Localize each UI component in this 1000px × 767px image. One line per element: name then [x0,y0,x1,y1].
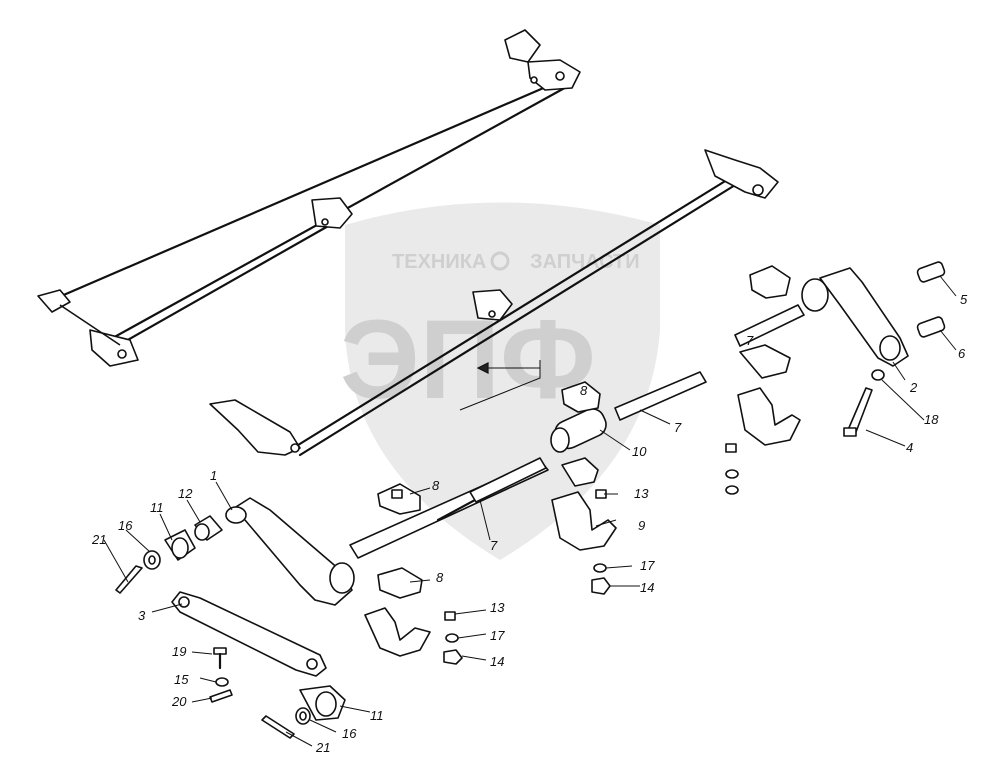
callout-20: 20 [171,694,187,709]
direction-arrow [459,360,541,411]
upper-rod-assembly [37,29,581,367]
callout-1: 1 [210,468,217,483]
leader-lines [103,275,957,747]
callout-labels: 1 2 3 4 5 6 7 7 7 8 8 8 9 10 11 11 12 13… [91,292,968,755]
callout-19: 19 [172,644,186,659]
callout-21a: 21 [91,532,106,547]
fasteners-centre [443,489,611,665]
callout-4: 4 [906,440,913,455]
clamp-lower-8 [377,567,423,599]
callout-6: 6 [958,346,966,361]
callout-16a: 16 [118,518,133,533]
callout-17b: 17 [490,628,505,643]
callout-8c: 8 [580,383,588,398]
callout-12: 12 [178,486,193,501]
callout-8a: 8 [432,478,440,493]
callout-14b: 14 [490,654,504,669]
callout-11b: 11 [150,500,164,515]
callout-14a: 14 [640,580,654,595]
callout-21b: 21 [315,740,330,755]
fasteners-right [725,261,946,495]
callout-13a: 13 [634,486,649,501]
gear-icon [490,251,510,271]
lever-2 [801,267,909,367]
clamp-center-8 [561,381,601,487]
callout-3: 3 [138,608,146,623]
callout-11a: 11 [370,708,384,723]
callout-5: 5 [960,292,968,307]
callout-17a: 17 [640,558,655,573]
bracket-9 [551,491,617,551]
watermark-logo: ЭПФ [340,297,596,422]
callout-15: 15 [174,672,189,687]
callout-7b: 7 [490,538,498,553]
link-3 [171,591,327,703]
callout-7a: 7 [674,420,682,435]
clamp-right [737,265,801,446]
central-shaft-assembly [349,304,805,559]
callout-10: 10 [632,444,647,459]
watermark-text-right: ЗАПЧАСТИ [530,251,640,273]
callout-9: 9 [638,518,645,533]
clamp-upper-8 [377,483,421,515]
callout-7c: 7 [746,333,754,348]
callout-18: 18 [924,412,939,427]
lower-rod-assembly [209,149,779,457]
callout-13b: 13 [490,600,505,615]
lever-1 [115,497,355,606]
watermark-text-left: ТЕХНИКА [392,251,486,273]
callout-16b: 16 [342,726,357,741]
callout-8b: 8 [436,570,444,585]
bracket-lower [364,607,431,657]
callout-2: 2 [909,380,918,395]
